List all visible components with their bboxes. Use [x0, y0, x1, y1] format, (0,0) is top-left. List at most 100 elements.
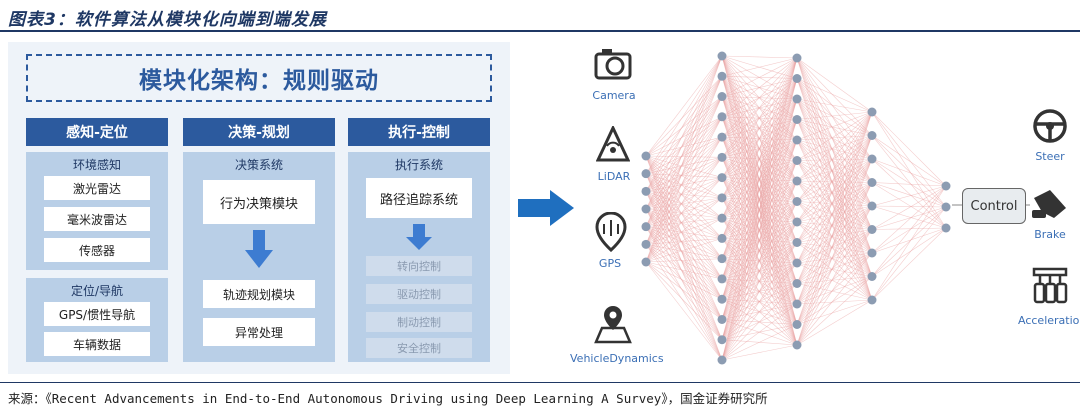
network-edge — [645, 244, 723, 320]
network-edge — [796, 182, 873, 223]
network-edge — [645, 208, 723, 239]
down-arrow-icon — [406, 224, 432, 250]
network-edge — [645, 96, 723, 263]
network-node — [717, 355, 727, 365]
network-edge — [645, 96, 723, 245]
network-edge — [796, 205, 873, 305]
network-edge — [796, 158, 873, 243]
vehicle-dynamics-icon — [594, 306, 632, 344]
network-edge — [645, 226, 723, 320]
network-edge — [796, 78, 873, 207]
network-edge — [796, 252, 873, 264]
network-edge — [645, 155, 723, 199]
network-edge — [645, 136, 723, 210]
network-edge — [796, 201, 873, 207]
execution-item: 路径追踪系统 — [366, 178, 472, 218]
network-edge — [871, 185, 947, 207]
network-edge — [645, 226, 723, 280]
network-edge — [871, 206, 947, 301]
network-edge — [796, 139, 873, 207]
network-edge — [796, 229, 873, 243]
network-edge — [645, 55, 723, 227]
decision-box: 决策系统 行为决策模块 轨迹规划模块 异常处理 — [183, 152, 335, 362]
network-node — [717, 193, 727, 203]
network-edge — [871, 135, 947, 208]
transition-arrow-icon — [518, 190, 574, 226]
network-edge — [796, 158, 873, 161]
network-node — [792, 217, 802, 227]
network-edge — [645, 96, 723, 157]
decision-item: 行为决策模块 — [203, 180, 315, 224]
execution-item: 转向控制 — [366, 256, 472, 276]
network-edge — [721, 57, 798, 280]
network-edge — [645, 226, 723, 259]
execution-item: 安全控制 — [366, 338, 472, 358]
network-edge — [796, 98, 873, 136]
network-node — [867, 272, 877, 281]
network-edge — [645, 157, 723, 174]
network-edge — [796, 182, 873, 243]
gps-icon — [595, 212, 627, 252]
network-edge — [796, 111, 873, 141]
network-edge — [796, 158, 873, 264]
perception-item: 毫米波雷达 — [44, 207, 150, 231]
network-edge — [796, 135, 873, 202]
network-edge — [645, 55, 723, 263]
network-edge — [796, 229, 873, 305]
network-edge — [645, 157, 723, 210]
column-head-execution: 执行-控制 — [348, 118, 490, 146]
network-edge — [796, 299, 873, 346]
network-edge — [645, 191, 723, 219]
sensor-label-gps: GPS — [598, 257, 622, 270]
network-edge — [796, 276, 873, 346]
steering-wheel-icon — [1033, 109, 1067, 143]
network-edge — [645, 155, 723, 259]
modular-banner-text: 模块化架构：规则驱动 — [139, 68, 379, 94]
network-edge — [721, 57, 798, 320]
lidar-icon — [596, 126, 630, 162]
network-edge — [645, 116, 723, 210]
header-divider — [0, 30, 1080, 32]
network-edge — [796, 119, 873, 230]
network-edge — [796, 111, 873, 243]
network-edge — [796, 98, 873, 183]
network-edge — [796, 180, 873, 207]
network-node — [792, 238, 802, 247]
network-node — [717, 213, 727, 223]
network-edge — [796, 57, 873, 207]
network-edge — [796, 111, 873, 305]
network-node — [717, 132, 727, 142]
network-node — [717, 112, 727, 122]
network-edge — [796, 98, 873, 207]
network-edge — [796, 139, 873, 254]
network-edge — [796, 262, 873, 277]
network-edge — [645, 238, 723, 245]
network-edge — [796, 221, 873, 301]
network-edge — [645, 55, 723, 192]
network-edge — [796, 78, 873, 254]
network-edge — [645, 157, 723, 263]
network-edge — [796, 135, 873, 264]
network-edge — [721, 344, 798, 361]
network-edge — [645, 217, 723, 227]
network-node — [867, 201, 877, 211]
network-edge — [645, 197, 723, 227]
network-edge — [645, 244, 723, 361]
network-edge — [645, 55, 723, 210]
network-node — [867, 225, 877, 234]
network-edge — [796, 98, 873, 254]
network-edge — [796, 57, 873, 230]
network-edge — [645, 76, 723, 210]
network-node — [641, 239, 651, 249]
network-edge — [645, 155, 723, 219]
network-edge — [645, 157, 723, 192]
down-arrow-icon — [245, 230, 273, 268]
network-edge — [645, 155, 723, 280]
end-to-end-network — [641, 51, 1030, 365]
network-edge — [645, 173, 723, 300]
network-edge — [871, 185, 947, 230]
control-box: Control — [962, 188, 1026, 224]
network-edge — [645, 136, 723, 227]
network-edge — [796, 111, 873, 223]
network-edge — [796, 158, 873, 346]
